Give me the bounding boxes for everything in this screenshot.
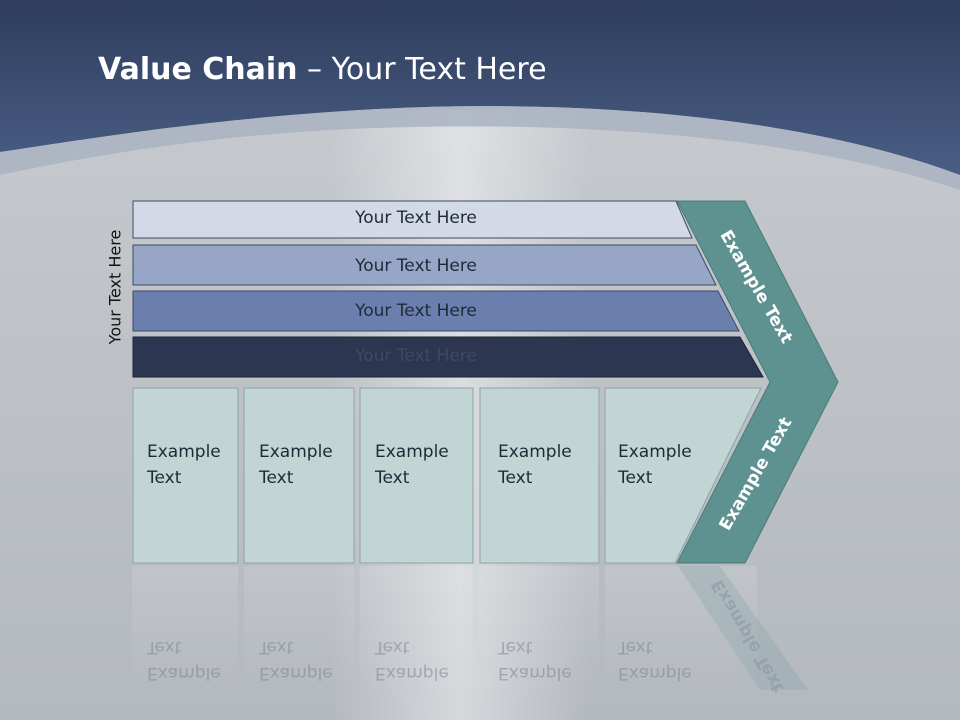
box-2-label: Example Text: [259, 442, 333, 488]
bar-4: [132, 336, 764, 378]
box-2-reflection: Example Text: [259, 637, 333, 683]
bar-4-label: Your Text Here: [355, 346, 477, 366]
box-3: [359, 387, 474, 564]
title-rest: – Your Text Here: [297, 52, 547, 87]
box-1-reflection: Example Text: [147, 637, 221, 683]
box-1: [132, 387, 239, 564]
box-5-reflection: Example Text: [618, 637, 692, 683]
side-label: Your Text Here: [105, 229, 125, 345]
box-4-label: Example Text: [498, 442, 572, 488]
bar-1: [132, 200, 693, 239]
chevron-arrow: [676, 200, 839, 564]
box-3-label: Example Text: [375, 442, 449, 488]
box-5-label: Example Text: [618, 442, 692, 488]
box-4-reflection: Example Text: [498, 637, 572, 683]
page-title: Value Chain – Your Text Here: [98, 52, 547, 87]
title-bold: Value Chain: [98, 52, 298, 87]
box-2: [243, 387, 355, 564]
box-5: [604, 387, 762, 564]
bar-2-label: Your Text Here: [355, 256, 477, 276]
box-3-reflection: Example Text: [375, 637, 449, 683]
bar-2: [132, 244, 717, 286]
bar-3-label: Your Text Here: [355, 301, 477, 321]
bar-3: [132, 290, 740, 332]
bar-1-label: Your Text Here: [355, 208, 477, 228]
box-1-label: Example Text: [147, 442, 221, 488]
box-4: [479, 387, 600, 564]
